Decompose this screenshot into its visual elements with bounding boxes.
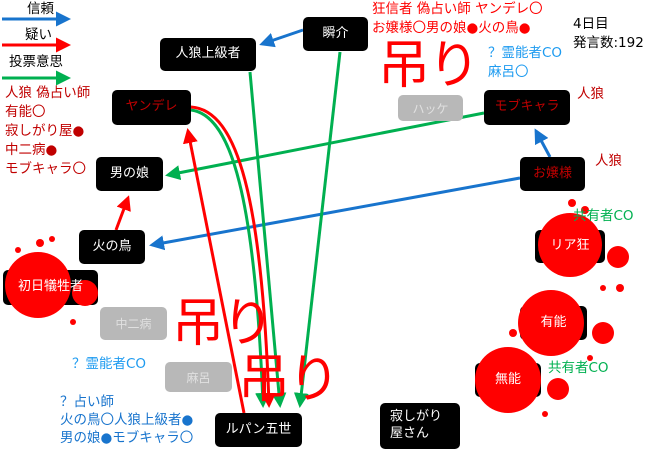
player-sabishigari[interactable]: 寂しがり屋さん	[380, 403, 460, 449]
shared-co-label: 共有者CO	[548, 360, 609, 376]
note-line: 中二病●	[5, 142, 58, 158]
player-mobchara[interactable]: モブキャラ	[484, 90, 570, 125]
player-chuunibyou[interactable]: 中二病	[100, 307, 167, 340]
player-munou[interactable]: 無能	[494, 371, 521, 387]
note-line: モブキャラ〇	[5, 161, 86, 177]
trust-arrow	[149, 176, 521, 251]
legend-vote-label: 投票意思	[9, 54, 63, 70]
player-ojousama[interactable]: お嬢様	[520, 157, 585, 191]
player-otokonoko[interactable]: 男の娘	[96, 157, 163, 191]
legend-trust-label: 信頼	[27, 1, 54, 17]
player-jinrou-joukyuu[interactable]: 人狼上級者	[160, 38, 256, 71]
werewolf-seer-notes: 人狼 偽占い師 有能〇 寂しがり屋● 中二病● モブキャラ〇	[5, 84, 90, 179]
shared-co-label: 共有者CO	[573, 208, 634, 224]
player-hinotori[interactable]: 火の鳥	[79, 230, 145, 264]
vote-arrow	[248, 71, 287, 408]
vote-arrow	[190, 108, 271, 408]
legend-doubt-label: 疑い	[25, 27, 52, 43]
remark-count: 発言数:192	[573, 35, 644, 51]
trust-arrow	[534, 128, 552, 158]
hanged-mark: 吊り	[238, 350, 340, 410]
player-yuunou[interactable]: 有能	[540, 314, 567, 330]
note-line: 火の鳥〇人狼上級者●	[60, 412, 194, 428]
note-line: お嬢様〇男の娘●火の鳥●	[372, 20, 531, 36]
day-counter: 4日目	[573, 16, 609, 32]
vote-arrow	[293, 51, 342, 408]
player-shonichi[interactable]: 初日犠牲者	[17, 279, 83, 295]
player-shunsuke[interactable]: 瞬介	[303, 17, 368, 51]
vote-arrow	[165, 111, 485, 181]
trust-arrow	[259, 28, 304, 48]
note-line: 人狼 偽占い師	[5, 85, 91, 101]
note-line: 狂信者 偽占い師 ヤンデレ〇	[372, 1, 543, 17]
mobchara-role: 人狼	[577, 86, 604, 102]
player-hakken[interactable]: ハッケ	[398, 95, 463, 121]
hanged-mark: 吊り	[378, 36, 480, 96]
medium-co-top-notes: ？霊能者CO 麻呂〇	[488, 44, 562, 82]
doubt-arrow	[114, 195, 131, 231]
note-line: 有能〇	[5, 104, 46, 120]
note-line: ？霊能者CO	[488, 45, 563, 61]
fanatic-seer-notes: 狂信者 偽占い師 ヤンデレ〇 お嬢様〇男の娘●火の鳥●	[372, 0, 543, 38]
note-line: 男の娘●モブキャラ〇	[60, 430, 194, 446]
seer-left-notes: ？占い師 火の鳥〇人狼上級者● 男の娘●モブキャラ〇	[60, 393, 193, 447]
medium-co-left: ？霊能者CO	[72, 356, 147, 372]
player-riakyou[interactable]: リア狂	[550, 238, 590, 254]
player-maro[interactable]: 麻呂	[165, 362, 232, 392]
note-line: 麻呂〇	[488, 64, 529, 80]
doubt-arrow	[182, 128, 246, 414]
player-yandere[interactable]: ヤンデレ	[112, 90, 191, 125]
ojousama-role: 人狼	[595, 153, 622, 169]
hanged-mark: 吊り	[172, 294, 274, 354]
note-line: 寂しがり屋●	[5, 123, 85, 139]
note-line: ？占い師	[60, 394, 114, 410]
doubt-arrow	[190, 105, 277, 408]
player-lupin[interactable]: ルパン五世	[215, 413, 302, 447]
